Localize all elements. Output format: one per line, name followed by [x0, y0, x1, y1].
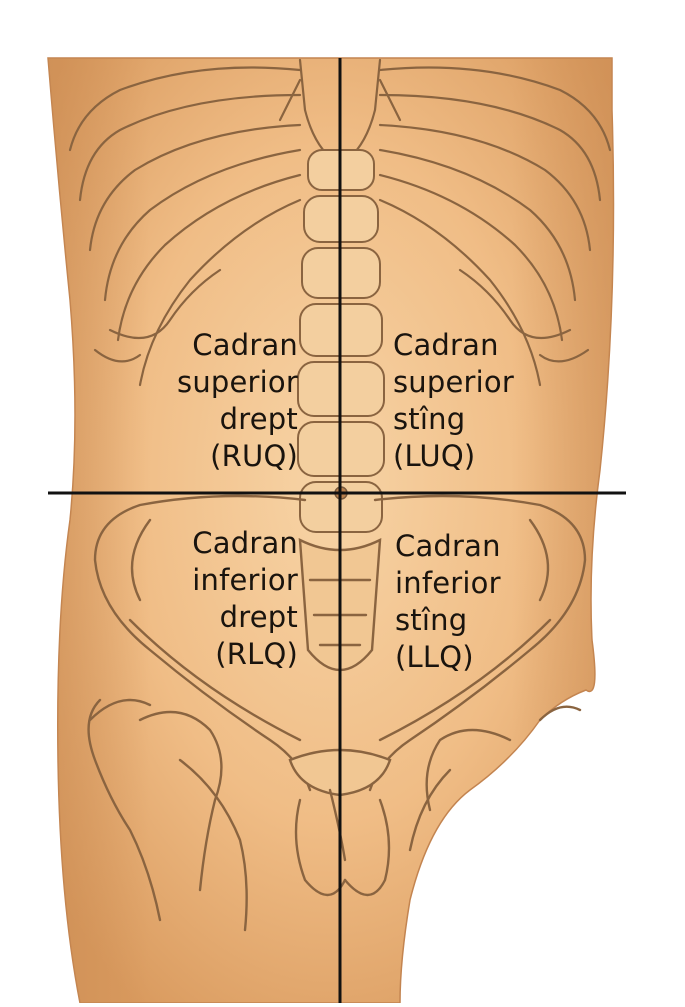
- llq-line2: inferior: [395, 566, 501, 600]
- llq-label: Cadran inferior stîng (LLQ): [395, 528, 575, 676]
- ruq-abbr: (RUQ): [210, 439, 298, 473]
- ruq-line2: superior: [177, 365, 298, 399]
- ribcage: [68, 58, 612, 387]
- llq-line3: stîng: [395, 603, 468, 637]
- luq-line1: Cadran: [393, 328, 499, 362]
- luq-line3: stîng: [393, 402, 466, 436]
- ruq-line1: Cadran: [192, 328, 298, 362]
- llq-abbr: (LLQ): [395, 640, 474, 674]
- rlq-line1: Cadran: [192, 526, 298, 560]
- ruq-line3: drept: [219, 402, 298, 436]
- rlq-line3: drept: [219, 600, 298, 634]
- rlq-label: Cadran inferior drept (RLQ): [130, 525, 298, 673]
- luq-abbr: (LUQ): [393, 439, 476, 473]
- luq-line2: superior: [393, 365, 514, 399]
- rlq-abbr: (RLQ): [215, 637, 298, 671]
- llq-line1: Cadran: [395, 529, 501, 563]
- rlq-line2: inferior: [192, 563, 298, 597]
- luq-label: Cadran superior stîng (LUQ): [393, 327, 573, 475]
- ruq-label: Cadran superior drept (RUQ): [130, 327, 298, 475]
